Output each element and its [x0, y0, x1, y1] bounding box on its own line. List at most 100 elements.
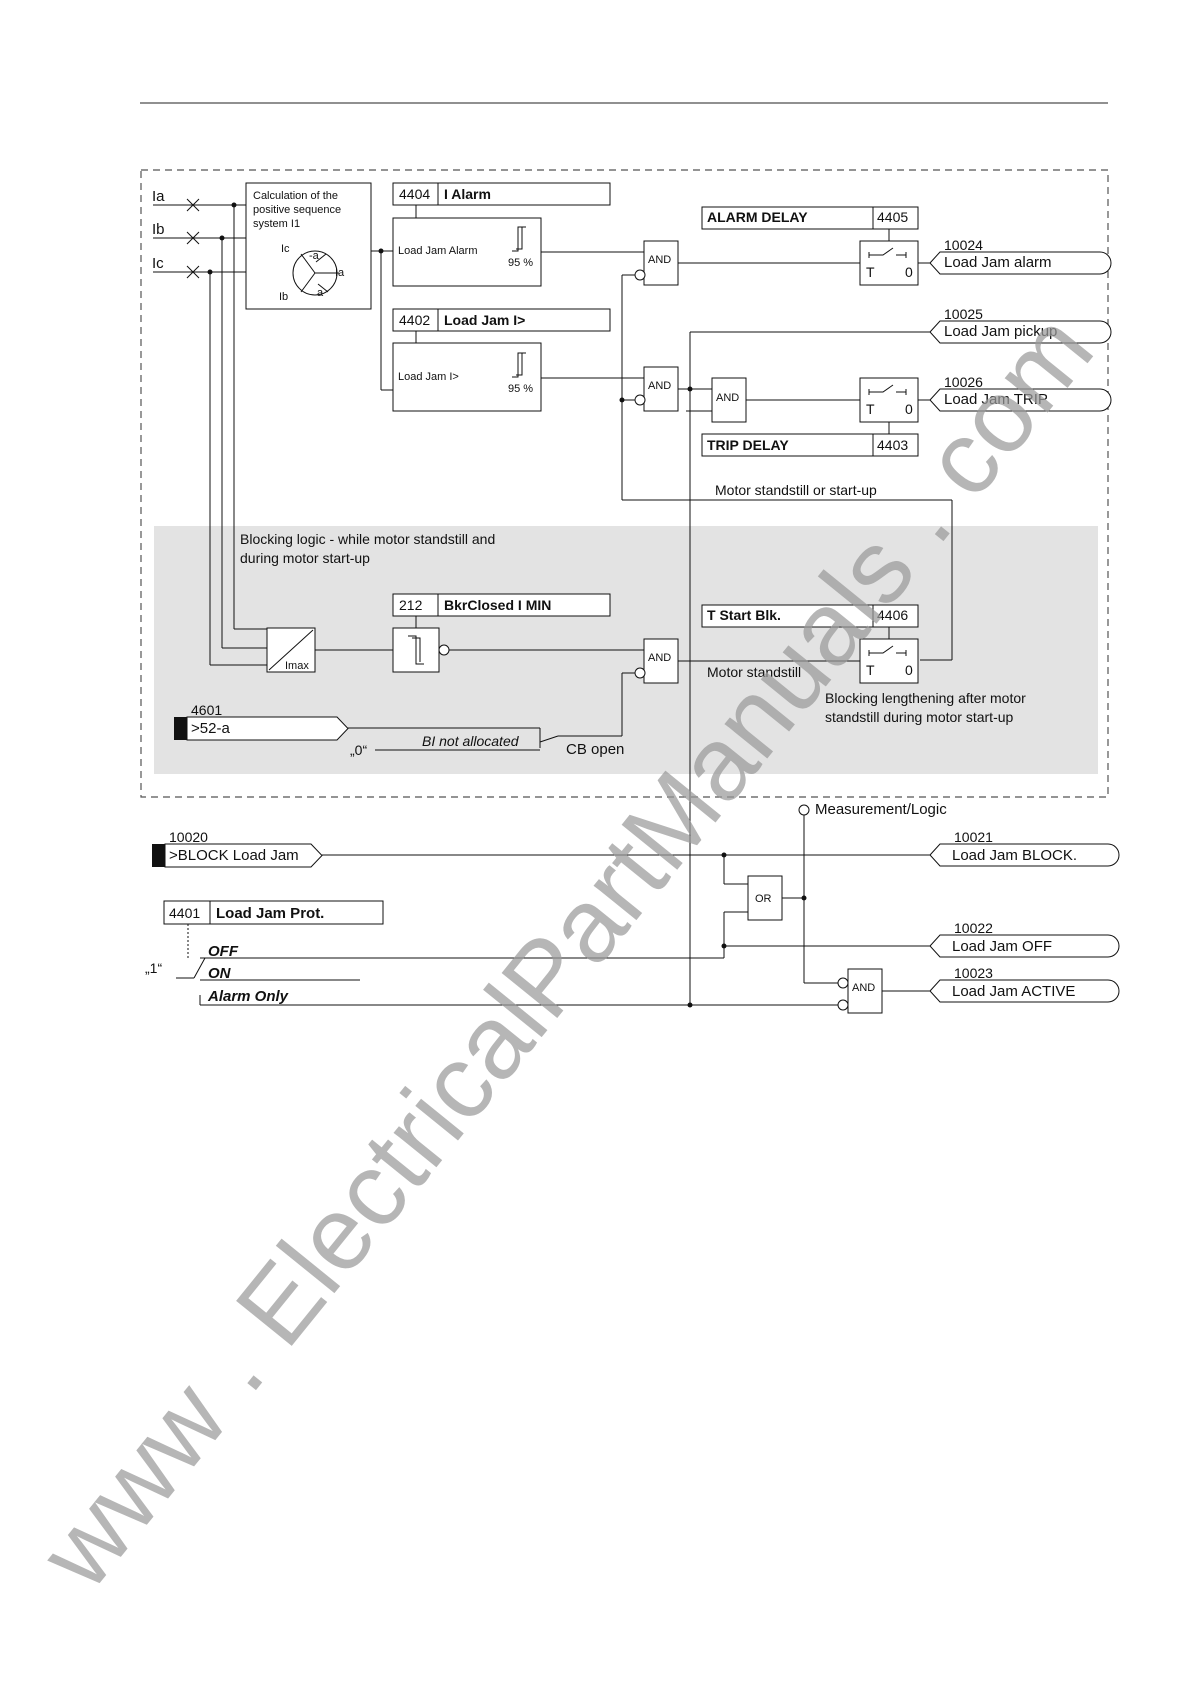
alarm-threshold-icon [512, 226, 526, 252]
mode-switch [176, 855, 930, 1006]
alarm-threshold-label: Load Jam Alarm [398, 245, 477, 257]
and-gate-trip-2 [711, 377, 747, 423]
prot-setting-name: Load Jam Prot. [216, 905, 324, 922]
logic-frame [140, 169, 1109, 798]
block-input-terminal [164, 843, 323, 868]
output-pickup-label: Load Jam pickup [944, 323, 1057, 340]
or-gate-label: OR [755, 893, 772, 905]
input-ib-label: Ib [152, 221, 165, 238]
and-gate-alarm [643, 240, 679, 286]
output-trip-number: 10026 [944, 374, 983, 390]
trip-setting-box [392, 308, 611, 332]
alarm-delay-box [701, 206, 919, 230]
cb-open-wiring [348, 672, 635, 751]
output-pickup-number: 10025 [944, 306, 983, 322]
alarm-setting-box [392, 182, 611, 206]
mode-alarm-only: Alarm Only [207, 988, 289, 1005]
start-timer-zero: 0 [905, 662, 913, 678]
lengthening-line-2: standstill during motor start-up [825, 709, 1014, 725]
trip-threshold-icon [512, 352, 526, 378]
bkr-setting-name: BkrClosed I MIN [444, 597, 551, 613]
phasor-a: a [317, 287, 324, 299]
phasor-ib: Ib [279, 291, 288, 303]
output-block-number: 10021 [954, 829, 993, 845]
start-timer-symbol [868, 645, 907, 656]
alarm-setting-number: 4404 [399, 186, 430, 202]
blocking-logic-line-2: during motor start-up [240, 550, 370, 566]
input-52a-label: >52-a [191, 720, 230, 737]
blocking-logic-line-1: Blocking logic - while motor standstill … [240, 531, 495, 547]
and-gate-standstill-label: AND [648, 652, 671, 664]
trip-threshold-label: Load Jam I> [398, 371, 459, 383]
trip-delay-box [701, 433, 919, 457]
standstill-or-startup-label: Motor standstill or start-up [715, 482, 877, 498]
output-block-label: Load Jam BLOCK. [952, 847, 1077, 864]
output-trip-label: Load Jam TRIP [944, 391, 1048, 408]
trip-timer-t: T [866, 401, 875, 417]
block-input-number: 10020 [169, 829, 208, 845]
block-input-marker [152, 844, 165, 867]
lengthening-line-1: Blocking lengthening after motor [825, 690, 1026, 706]
output-off-label: Load Jam OFF [952, 938, 1052, 955]
start-timer-t: T [866, 662, 875, 678]
and-gate-trip [643, 366, 679, 412]
output-active-label: Load Jam ACTIVE [952, 983, 1075, 1000]
measurement-logic-wiring [798, 804, 838, 984]
bkr-setting-box [392, 593, 611, 617]
input-52a-terminal [186, 716, 349, 741]
calc-line-1: Calculation of the [253, 190, 338, 202]
and-gate-trip-label: AND [648, 380, 671, 392]
zero-constant: „0“ [350, 742, 367, 758]
input-ia-label: Ia [152, 188, 165, 205]
start-blk-name: T Start Blk. [707, 607, 781, 623]
output-active-number: 10023 [954, 965, 993, 981]
output-terminals [929, 251, 1120, 1003]
measurement-logic-label: Measurement/Logic [815, 801, 947, 818]
alarm-timer-zero: 0 [905, 264, 913, 280]
trip-setting-number: 4402 [399, 312, 430, 328]
and-gate-trip-2-label: AND [716, 392, 739, 404]
mode-off: OFF [208, 943, 239, 960]
calc-line-2: positive sequence [253, 204, 341, 216]
positive-sequence-block [245, 182, 372, 310]
one-constant: „1“ [145, 960, 162, 976]
phasor-ia: Ia [335, 267, 345, 279]
alarm-gate-wiring [541, 251, 953, 661]
bkr-threshold-icon [408, 635, 424, 665]
phasor-symbol [292, 250, 339, 296]
input-ic-label: Ic [152, 255, 164, 272]
alarm-timer-symbol [868, 247, 907, 258]
or-gate [747, 875, 783, 921]
alarm-delay-timer [859, 240, 919, 286]
input-52a-marker [174, 717, 187, 740]
alarm-threshold-block [392, 217, 542, 287]
block-input-label: >BLOCK Load Jam [169, 847, 299, 864]
trip-timer-symbol [868, 384, 907, 395]
and-gate-active [847, 968, 883, 1014]
trip-delay-name: TRIP DELAY [707, 437, 789, 453]
trip-timer-zero: 0 [905, 401, 913, 417]
prot-setting-box [163, 900, 384, 925]
cb-open-label: CB open [566, 741, 624, 758]
trip-pct: 95 % [508, 383, 533, 395]
alarm-delay-name: ALARM DELAY [707, 209, 808, 225]
output-alarm-number: 10024 [944, 237, 983, 253]
calc-line-3: system I1 [253, 218, 300, 230]
mode-on: ON [208, 965, 232, 982]
alarm-setting-name: I Alarm [444, 186, 491, 202]
trip-gate-wiring [541, 331, 930, 1005]
input-52a-number: 4601 [191, 702, 222, 718]
alarm-pct: 95 % [508, 257, 533, 269]
bkr-setting-number: 212 [399, 597, 423, 613]
and-gate-active-label: AND [852, 982, 875, 994]
output-off-number: 10022 [954, 920, 993, 936]
output-alarm-label: Load Jam alarm [944, 254, 1052, 271]
imax-label: Imax [285, 660, 309, 672]
alarm-timer-t: T [866, 264, 875, 280]
bi-not-allocated: BI not allocated [422, 733, 520, 749]
start-blk-timer [859, 638, 919, 684]
start-blk-box [701, 604, 919, 628]
lower-junctions [687, 852, 807, 1008]
and-gate-alarm-label: AND [648, 254, 671, 266]
phase-inputs [153, 198, 267, 666]
